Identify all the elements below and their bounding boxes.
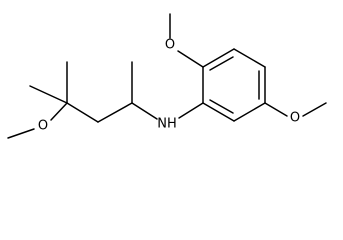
- atom-labels: O O NH O: [38, 38, 300, 134]
- nitrogen-to-carbon-bond: [131, 102, 158, 120]
- oxygen-to-methyl-bond: [7, 128, 35, 139]
- oxygen-to-methyl-bond: [302, 102, 327, 117]
- ring-double-bond: [209, 56, 234, 71]
- carbon-to-oxygen-bond: [50, 102, 68, 121]
- oxygen-label-top: O: [165, 38, 175, 53]
- ring-bond: [233, 48, 266, 68]
- chain-bond: [66, 102, 99, 123]
- ring-bond: [202, 48, 235, 68]
- nitrogen-label: NH: [157, 117, 177, 132]
- ring-to-oxygen-bond: [177, 50, 204, 68]
- oxygen-label-right: O: [290, 111, 300, 126]
- ring-to-oxygen-bond: [264, 102, 288, 117]
- ring-double-bond: [209, 99, 234, 114]
- bond-skeleton: [7, 13, 327, 139]
- oxygen-label-left: O: [38, 119, 48, 134]
- ring-bond: [233, 102, 266, 122]
- ring-to-nitrogen-bond: [178, 102, 204, 119]
- ring-bond: [202, 102, 235, 122]
- chain-bond: [97, 102, 133, 123]
- molecule-structure: O O NH O: [7, 13, 327, 139]
- quaternary-methyl-bond: [29, 85, 68, 104]
